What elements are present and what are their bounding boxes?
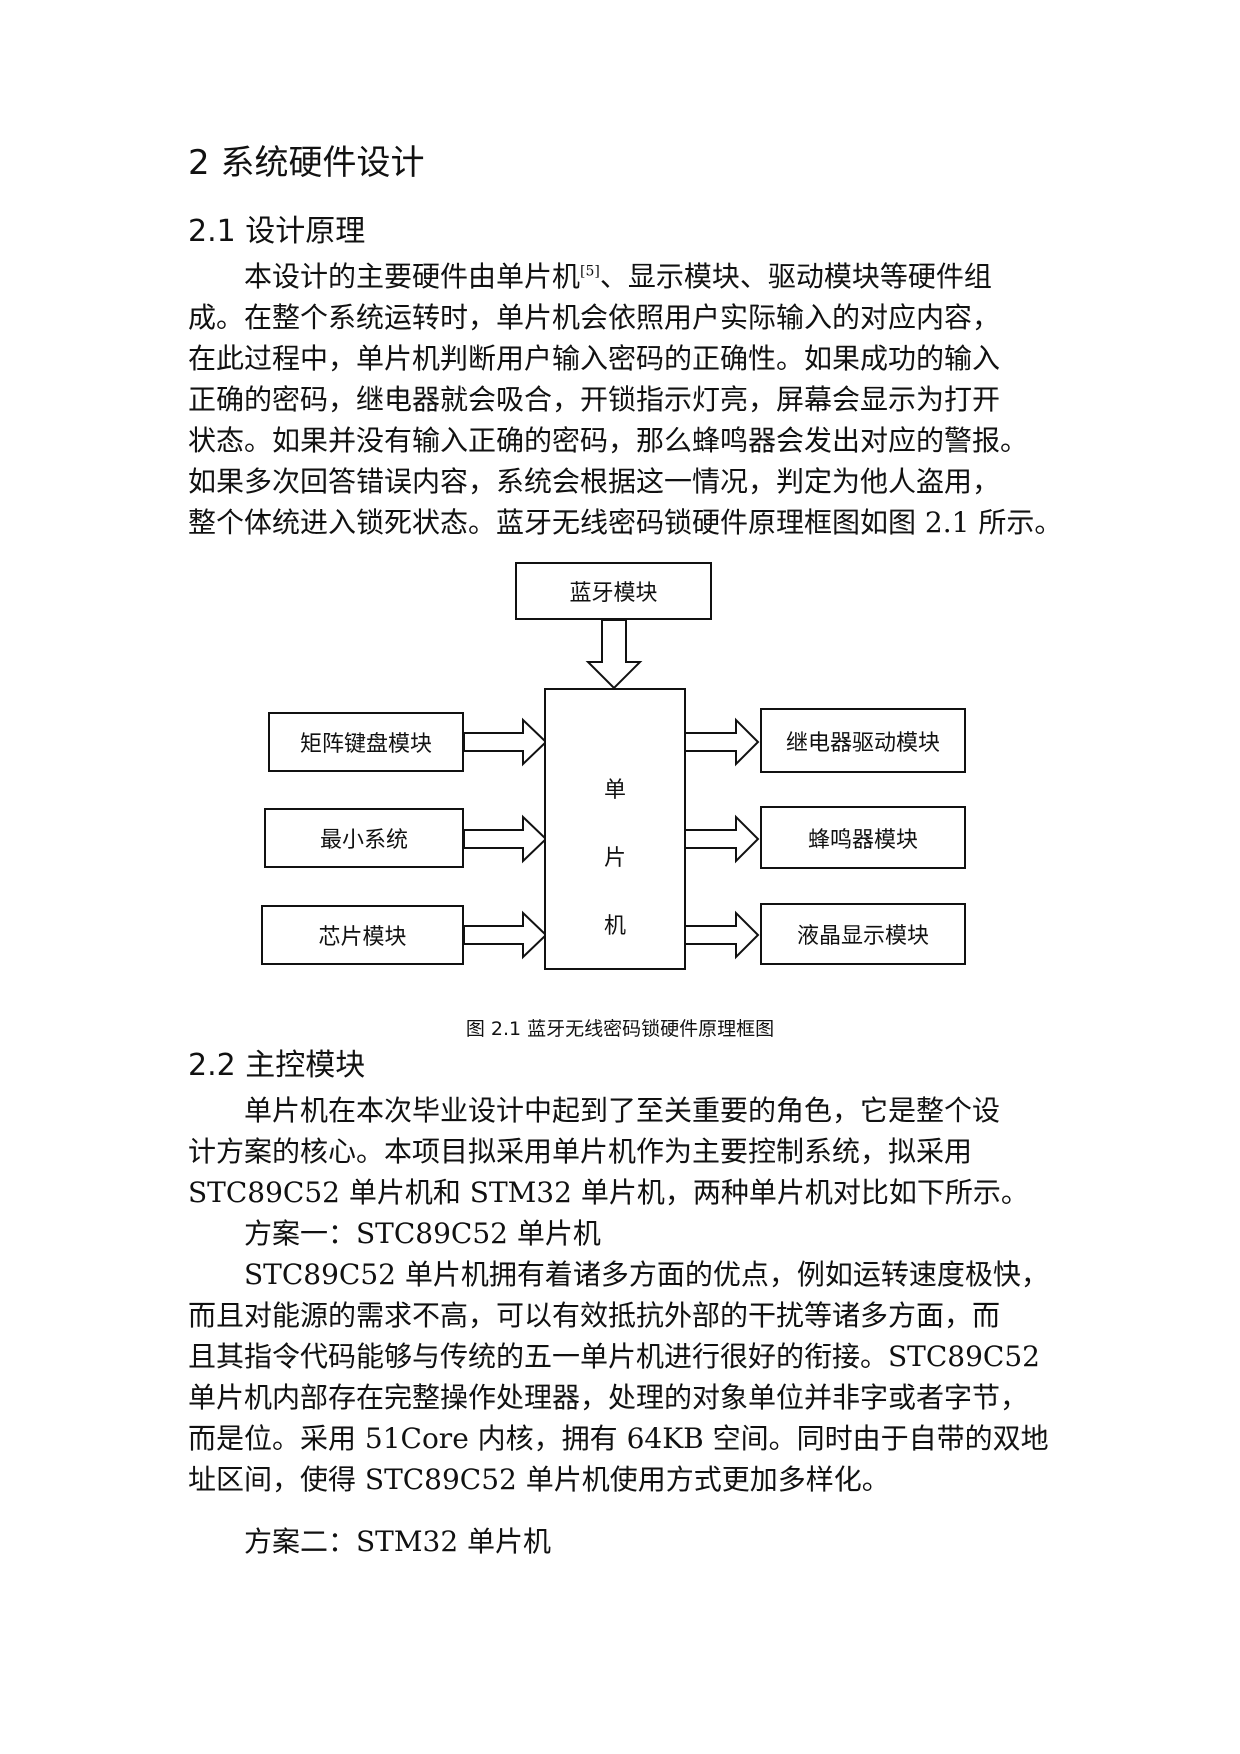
plan1-title: 方案一：STC89C52 单片机 xyxy=(188,1213,1068,1254)
plan2-title: 方案二：STM32 单片机 xyxy=(188,1521,1068,1562)
arrow-right-icon xyxy=(463,910,548,960)
box-matrix-keypad: 矩阵键盘模块 xyxy=(268,712,464,772)
citation-ref: [5] xyxy=(580,263,600,280)
text-line: STC89C52 单片机和 STM32 单片机，两种单片机对比如下所示。 xyxy=(188,1176,1029,1209)
text-line: 且其指令代码能够与传统的五一单片机进行很好的衔接。STC89C52 xyxy=(188,1340,1040,1373)
box-relay-driver: 继电器驱动模块 xyxy=(760,708,966,773)
text-line: 单片机在本次毕业设计中起到了至关重要的角色，它是整个设 xyxy=(244,1094,1001,1127)
mcu-label-char: 单 xyxy=(603,778,626,803)
arrow-right-icon xyxy=(683,814,760,864)
chapter-heading: 2 系统硬件设计 xyxy=(188,143,425,183)
section-heading-2-2: 2.2 主控模块 xyxy=(188,1048,366,1083)
paragraph-design-principle: 本设计的主要硬件由单片机[5]、显示模块、驱动模块等硬件组 成。在整个系统运转时… xyxy=(188,256,1068,543)
arrow-right-icon xyxy=(683,717,760,767)
text-segment: 本设计的主要硬件由单片机 xyxy=(244,260,581,293)
box-minimum-system: 最小系统 xyxy=(264,808,464,868)
box-chip-module: 芯片模块 xyxy=(261,905,464,965)
box-lcd-display: 液晶显示模块 xyxy=(760,903,966,965)
text-line: 计方案的核心。本项目拟采用单片机作为主要控制系统，拟采用 xyxy=(188,1135,973,1168)
box-mcu: 单 片 机 xyxy=(544,688,686,970)
section-heading-2-1: 2.1 设计原理 xyxy=(188,214,366,249)
text-line: 正确的密码，继电器就会吸合，开锁指示灯亮，屏幕会显示为打开 xyxy=(188,383,1001,416)
arrow-right-icon xyxy=(683,910,760,960)
arrow-right-icon xyxy=(463,814,548,864)
figure-caption: 图 2.1 蓝牙无线密码锁硬件原理框图 xyxy=(465,1018,775,1040)
text-segment: 、显示模块、驱动模块等硬件组 xyxy=(599,260,992,293)
paragraph-plan1: STC89C52 单片机拥有着诸多方面的优点，例如运转速度极快， 而且对能源的需… xyxy=(188,1254,1068,1500)
text-line: 单片机内部存在完整操作处理器，处理的对象单位并非字或者字节， xyxy=(188,1381,1029,1414)
text-line: 而且对能源的需求不高，可以有效抵抗外部的干扰等诸多方面，而 xyxy=(188,1299,1001,1332)
text-line: 方案二：STM32 单片机 xyxy=(244,1525,552,1558)
text-line: 本设计的主要硬件由单片机[5]、显示模块、驱动模块等硬件组 xyxy=(188,256,1068,297)
text-line: 而是位。采用 51Core 内核，拥有 64KB 空间。同时由于自带的双地 xyxy=(188,1422,1049,1455)
text-line: 整个体统进入锁死状态。蓝牙无线密码锁硬件原理框图如图 2.1 所示。 xyxy=(188,506,1063,539)
paragraph-main-control: 单片机在本次毕业设计中起到了至关重要的角色，它是整个设 计方案的核心。本项目拟采… xyxy=(188,1090,1068,1213)
text-line: 址区间，使得 STC89C52 单片机使用方式更加多样化。 xyxy=(188,1463,890,1496)
text-line: 成。在整个系统运转时，单片机会依照用户实际输入的对应内容， xyxy=(188,301,1001,334)
arrow-right-icon xyxy=(463,717,548,767)
box-bluetooth-module: 蓝牙模块 xyxy=(515,562,712,620)
arrow-down-icon xyxy=(585,619,643,690)
mcu-label-char: 片 xyxy=(603,846,626,871)
mcu-label-char: 机 xyxy=(603,914,626,939)
box-buzzer: 蜂鸣器模块 xyxy=(760,806,966,869)
text-line: STC89C52 单片机拥有着诸多方面的优点，例如运转速度极快， xyxy=(244,1258,1049,1291)
text-line: 方案一：STC89C52 单片机 xyxy=(244,1217,601,1250)
text-line: 状态。如果并没有输入正确的密码，那么蜂鸣器会发出对应的警报。 xyxy=(188,424,1029,457)
text-line: 在此过程中，单片机判断用户输入密码的正确性。如果成功的输入 xyxy=(188,342,1001,375)
text-line: 如果多次回答错误内容，系统会根据这一情况，判定为他人盗用， xyxy=(188,465,1001,498)
